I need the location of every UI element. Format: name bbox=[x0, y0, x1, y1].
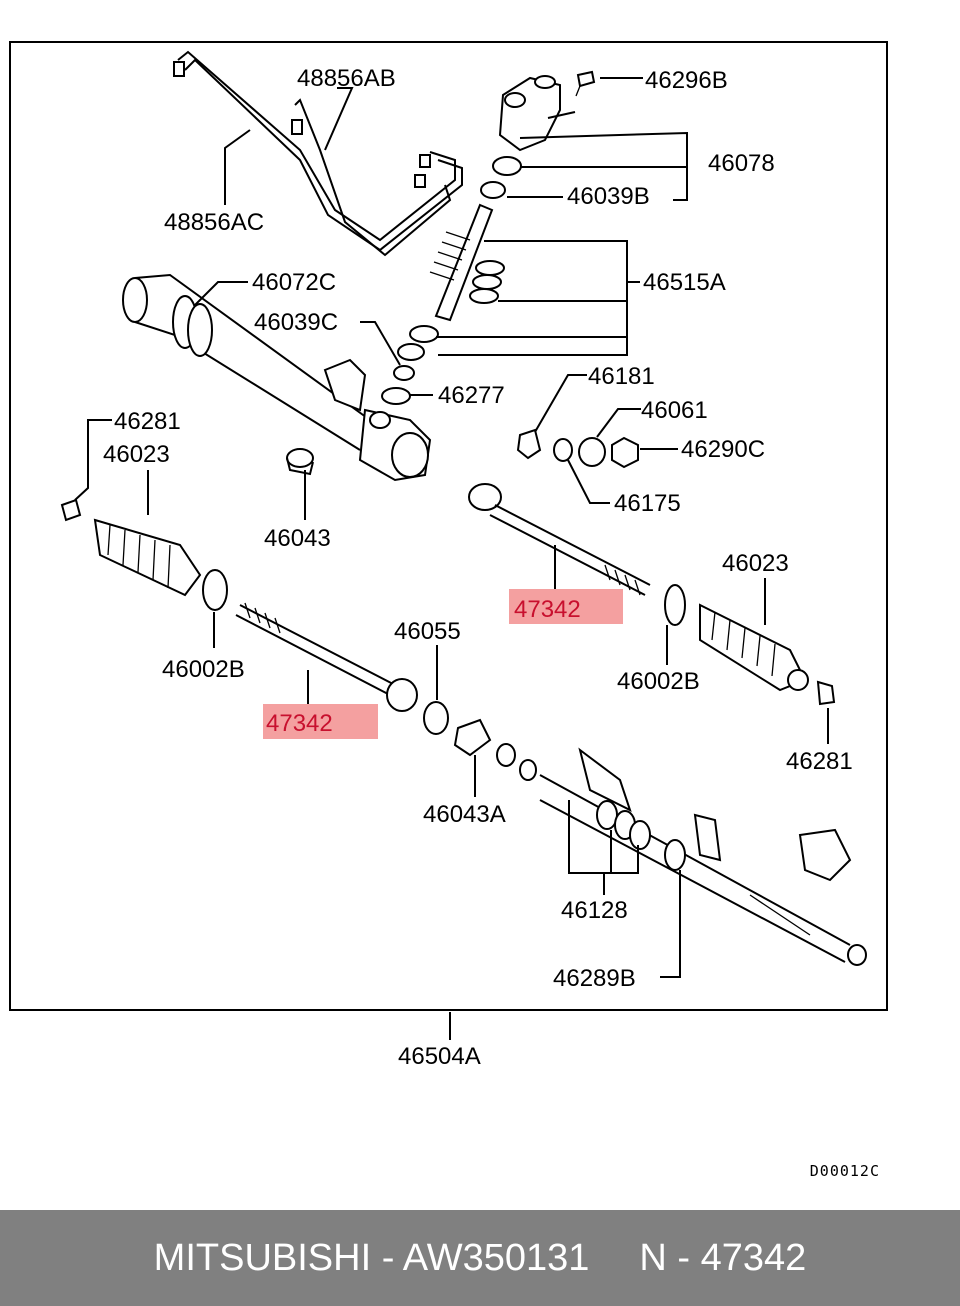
label-46002B-left[interactable]: 46002B bbox=[162, 656, 245, 683]
label-46078[interactable]: 46078 bbox=[708, 150, 775, 177]
boot-left bbox=[60, 498, 228, 611]
steering-rack-exploded-diagram: 48856AB 48856AC 46296B 46078 46039B 4651… bbox=[9, 41, 888, 1070]
diagram-reference-code: D00012C bbox=[809, 1162, 880, 1180]
valve-housing-top bbox=[480, 70, 596, 199]
footer-brand-part: MITSUBISHI - AW350131 bbox=[153, 1236, 590, 1279]
rack-housing-lower bbox=[519, 747, 867, 966]
highlight-47342-lower bbox=[263, 704, 378, 739]
label-46181[interactable]: 46181 bbox=[588, 363, 655, 390]
label-46072C[interactable]: 46072C bbox=[252, 269, 336, 296]
label-48856AC[interactable]: 48856AC bbox=[164, 209, 264, 236]
label-46055[interactable]: 46055 bbox=[394, 618, 461, 645]
label-46296B[interactable]: 46296B bbox=[645, 67, 728, 94]
label-46039C[interactable]: 46039C bbox=[254, 309, 338, 336]
label-46175[interactable]: 46175 bbox=[614, 490, 681, 517]
pinion-shaft bbox=[381, 203, 505, 405]
label-46023-left[interactable]: 46023 bbox=[103, 441, 170, 468]
label-46039B[interactable]: 46039B bbox=[567, 183, 650, 210]
pressure-tubes bbox=[173, 50, 463, 257]
label-46277[interactable]: 46277 bbox=[438, 382, 505, 409]
label-46515A[interactable]: 46515A bbox=[643, 269, 726, 296]
boot-right bbox=[664, 584, 836, 706]
rack-yoke-parts bbox=[516, 428, 639, 469]
label-46023-right[interactable]: 46023 bbox=[722, 550, 789, 577]
label-46043[interactable]: 46043 bbox=[264, 525, 331, 552]
tie-rod-upper bbox=[468, 483, 651, 596]
label-46290C[interactable]: 46290C bbox=[681, 436, 765, 463]
footer-bar: MITSUBISHI - AW350131 N - 47342 bbox=[0, 1210, 960, 1306]
label-46043A[interactable]: 46043A bbox=[423, 801, 506, 828]
label-47342-upper[interactable]: 47342 bbox=[514, 596, 581, 623]
footer-part-number: N - 47342 bbox=[639, 1236, 807, 1279]
label-46281-left[interactable]: 46281 bbox=[114, 408, 181, 435]
label-48856AB[interactable]: 48856AB bbox=[297, 65, 396, 92]
diagram-frame bbox=[9, 41, 888, 1011]
label-46289B[interactable]: 46289B bbox=[553, 965, 636, 992]
label-46061[interactable]: 46061 bbox=[641, 397, 708, 424]
tie-rod-lower bbox=[235, 602, 516, 767]
highlight-47342-upper bbox=[509, 589, 623, 624]
label-46128[interactable]: 46128 bbox=[561, 897, 628, 924]
label-46504A[interactable]: 46504A bbox=[398, 1043, 481, 1070]
label-47342-lower[interactable]: 47342 bbox=[266, 710, 333, 737]
label-46002B-right[interactable]: 46002B bbox=[617, 668, 700, 695]
label-46281-right[interactable]: 46281 bbox=[786, 748, 853, 775]
leader-lines bbox=[74, 77, 829, 1040]
rack-housing-upper bbox=[122, 273, 432, 482]
